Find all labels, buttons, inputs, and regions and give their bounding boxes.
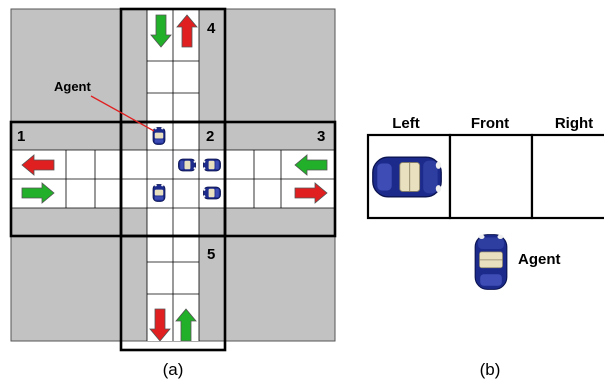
agent-pointer-line bbox=[90, 95, 155, 132]
header-left: Left bbox=[392, 115, 420, 132]
car-facing-left-2 bbox=[202, 186, 221, 200]
zone-4-label: 4 bbox=[207, 20, 216, 37]
caption-b: (b) bbox=[480, 360, 501, 379]
zone-boxes bbox=[9, 7, 337, 352]
header-front: Front bbox=[471, 115, 509, 132]
agent-label-a: Agent bbox=[54, 79, 92, 94]
zone-5-label: 5 bbox=[207, 246, 215, 263]
header-right: Right bbox=[555, 115, 593, 132]
panel-b-observation: Left Front Right Agent (b) bbox=[366, 115, 604, 379]
car-in-left-cell bbox=[372, 156, 442, 198]
agent-label-b: Agent bbox=[518, 251, 561, 268]
panel-a-intersection: 1 2 3 4 5 Agent (a) bbox=[9, 7, 337, 379]
cell-right bbox=[530, 133, 604, 220]
car-agent-b bbox=[474, 234, 508, 290]
zone-2-label: 2 bbox=[206, 128, 214, 145]
zone-2-box bbox=[119, 120, 227, 238]
car-agent bbox=[152, 126, 166, 145]
cell-front bbox=[448, 133, 534, 220]
zone-3-label: 3 bbox=[317, 128, 325, 145]
car-facing-up bbox=[152, 183, 166, 202]
vertical-road-grid bbox=[146, 9, 200, 341]
car-facing-right bbox=[178, 158, 197, 172]
caption-a: (a) bbox=[163, 360, 184, 379]
car-facing-left bbox=[202, 158, 221, 172]
zone-1-label: 1 bbox=[17, 128, 25, 145]
